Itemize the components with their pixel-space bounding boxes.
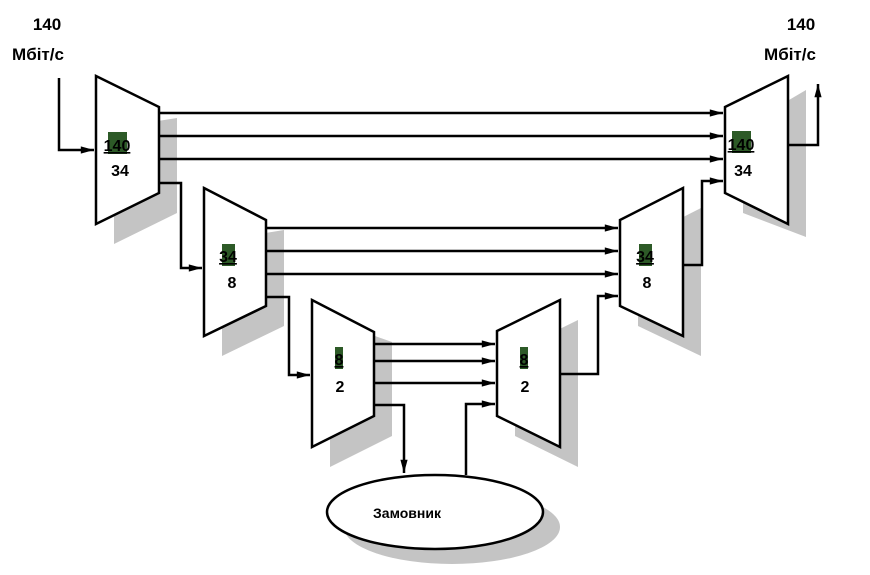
mux-in-rate: 34 bbox=[734, 163, 752, 180]
output-unit: Мбіт/с bbox=[764, 45, 816, 64]
connections bbox=[57, 78, 822, 475]
input-unit: Мбіт/с bbox=[12, 45, 64, 64]
demux-out-rate: 2 bbox=[336, 379, 345, 396]
link-to-customer bbox=[374, 403, 408, 474]
customer-label: Замовник bbox=[373, 505, 442, 521]
demux-34-8: 34 8 bbox=[202, 185, 268, 338]
link-from-customer bbox=[464, 400, 496, 475]
mux-in-rate: 8 bbox=[643, 275, 652, 292]
mux-8-34: 34 8 bbox=[618, 185, 685, 338]
output-rate: 140 bbox=[787, 15, 815, 34]
link-mux-34 bbox=[683, 177, 724, 267]
link-140-4 bbox=[159, 181, 203, 272]
link-mux-8 bbox=[560, 292, 619, 376]
mux-2-8: 8 2 bbox=[495, 297, 562, 450]
output-arrow bbox=[788, 83, 822, 147]
mux-out-rate: 34 bbox=[636, 249, 654, 266]
demux-140-34: 140 34 bbox=[94, 73, 161, 227]
mux-in-rate: 2 bbox=[521, 379, 530, 396]
link-34-4 bbox=[266, 295, 311, 379]
input-rate: 140 bbox=[33, 15, 61, 34]
customer-node: Замовник bbox=[325, 473, 545, 551]
input-arrow bbox=[57, 78, 95, 154]
mux-out-rate: 8 bbox=[520, 352, 529, 369]
demux-8-2: 8 2 bbox=[310, 297, 376, 450]
demux-in-rate: 34 bbox=[219, 249, 237, 266]
mux-out-rate: 140 bbox=[728, 137, 755, 154]
demux-out-rate: 8 bbox=[228, 275, 237, 292]
demux-out-rate: 34 bbox=[111, 163, 129, 180]
mux-34-140: 140 34 bbox=[723, 73, 790, 227]
demux-in-rate: 140 bbox=[104, 138, 131, 155]
demux-in-rate: 8 bbox=[335, 352, 344, 369]
